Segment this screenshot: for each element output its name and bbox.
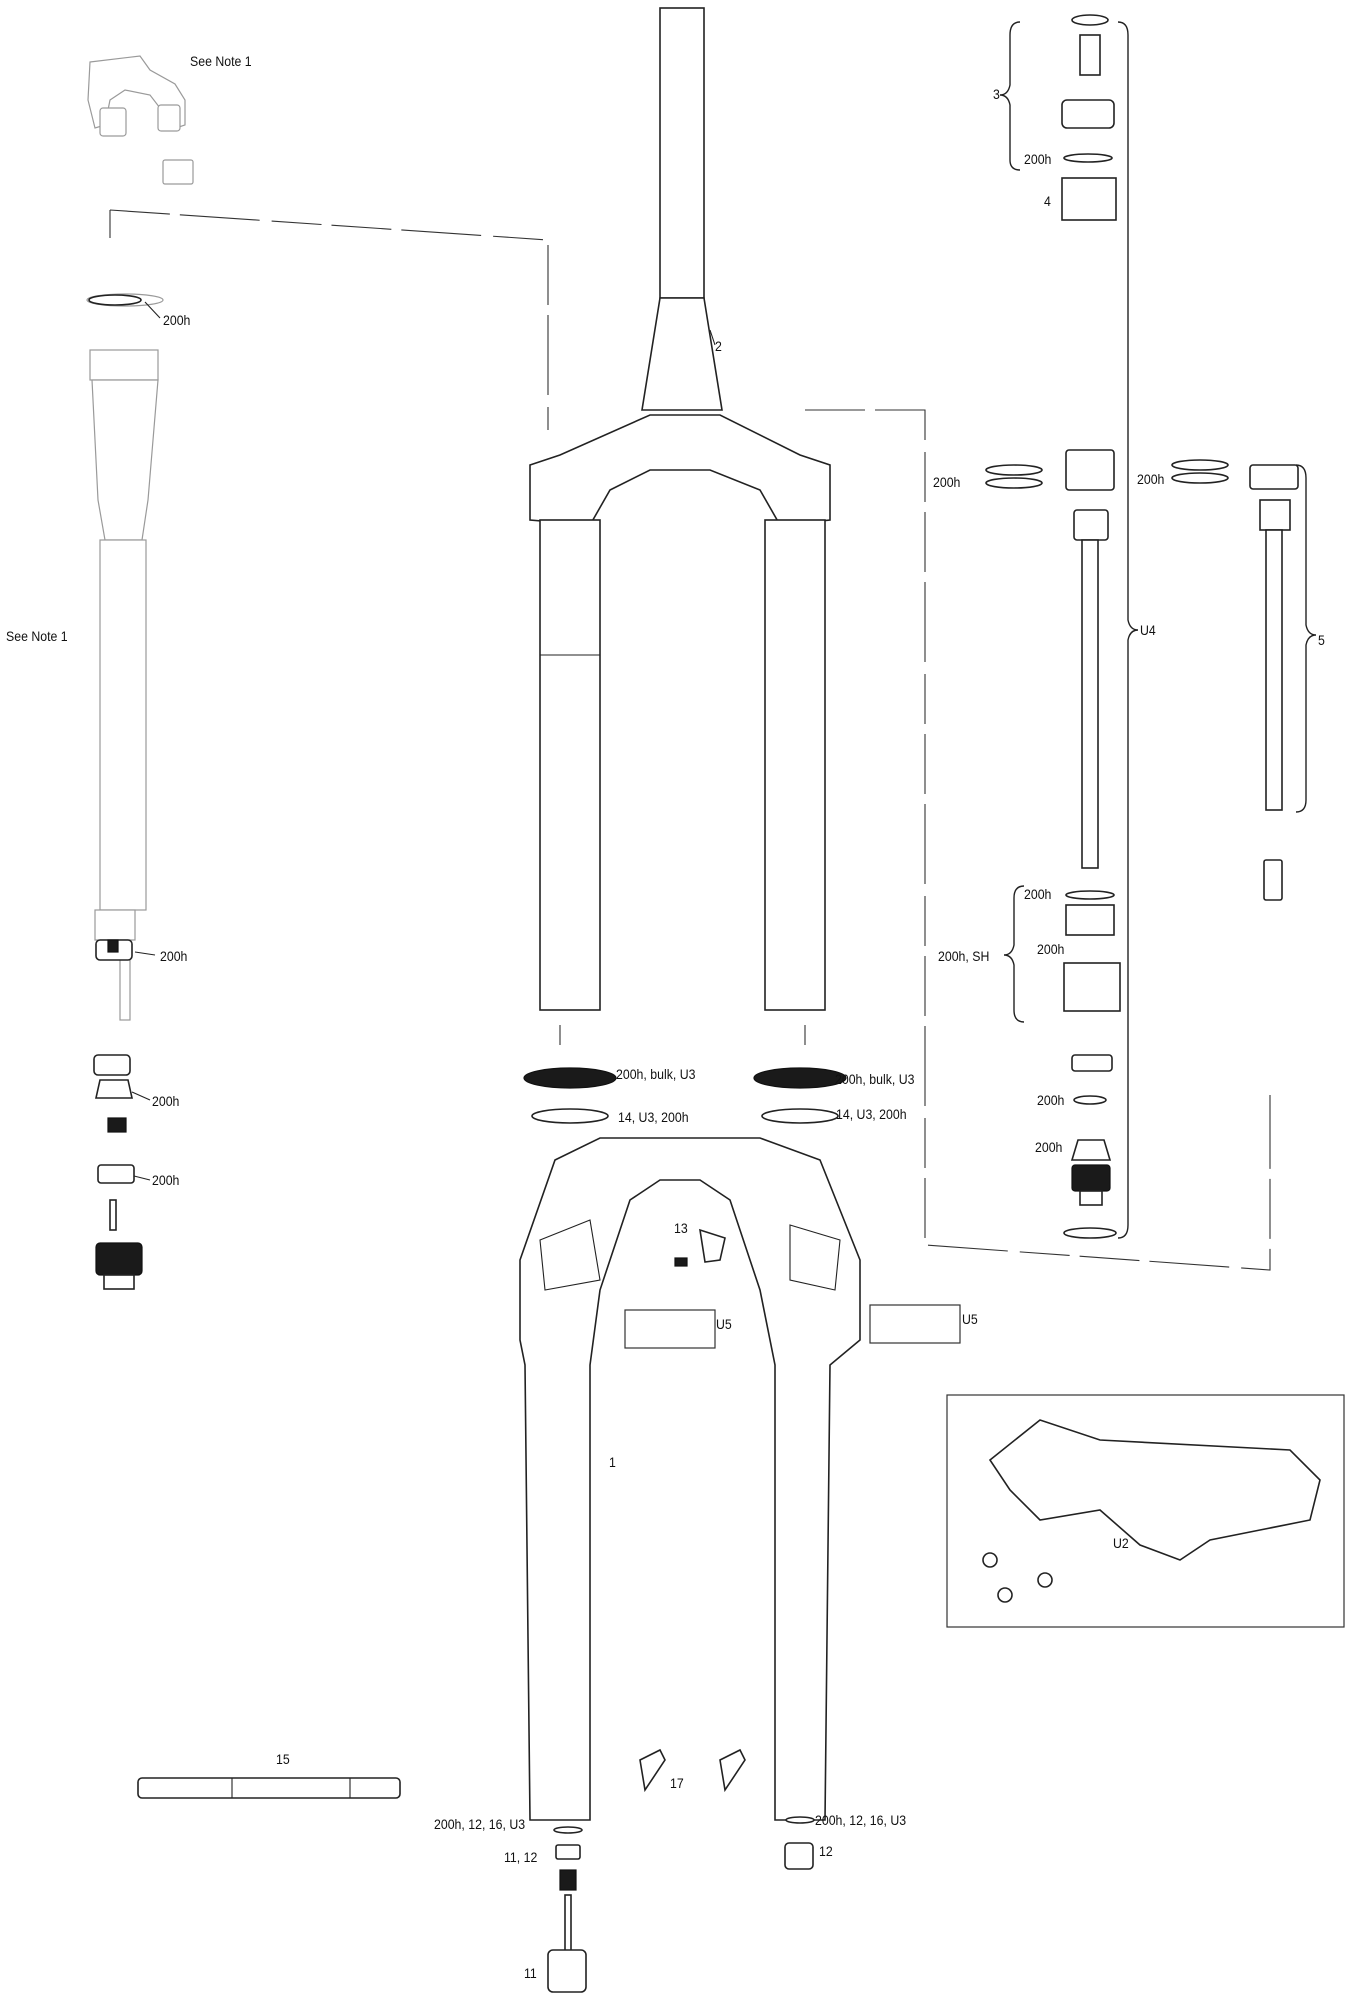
label-200h: 200h [152,1093,180,1109]
label-200h: 200h [1037,941,1065,957]
label-part-5: 5 [1318,632,1325,648]
label-part-1: 1 [609,1454,616,1470]
leader-cartridge-to-crown [109,209,549,430]
oring-left-top [88,294,142,306]
dust-seal-left [523,1067,617,1124]
label-bulk-right: 200h, bulk, U3 [835,1071,915,1087]
u5-kit-box-right [869,1304,961,1344]
label-part-13: 13 [674,1220,688,1236]
fender [988,1419,1321,1561]
label-part-2: 2 [715,338,722,354]
label-u5-right: U5 [962,1311,978,1327]
damper-bottom-bolt-stack [547,1826,587,1993]
brace-u4 [1117,21,1139,1239]
label-u4: U4 [1140,622,1156,638]
coil-shaft-assembly [1171,459,1299,901]
label-part-11: 11 [524,1965,537,1981]
lower-shaft-nut-stack [1063,1054,1117,1239]
label-bottom-left: 200h, 12, 16, U3 [434,1816,526,1832]
brace-200h-sh [1003,885,1025,1023]
cable-guides-17 [639,1748,746,1793]
bolt-13 [674,1228,726,1267]
brace-3 [999,21,1021,171]
label-200h: 200h [1024,886,1052,902]
label-see-note-top: See Note 1 [190,53,252,69]
label-200h: 200h [1037,1092,1065,1108]
label-part-17: 17 [670,1775,684,1791]
label-200h: 200h [1137,471,1165,487]
damper-cartridge-faint [86,293,164,1021]
label-200h: 200h [160,948,188,964]
label-u5-left: U5 [716,1316,732,1332]
damper-remote-assembly-faint [87,55,194,185]
label-see-note-side: See Note 1 [6,628,68,644]
u2-fender-box [946,1394,1345,1628]
label-200h: 200h [152,1172,180,1188]
label-200h: 200h [163,312,191,328]
leader-spring-to-crown [805,409,1271,1271]
label-part-3: 3 [993,86,1000,102]
label-14-right: 14, U3, 200h [836,1106,907,1122]
label-14-left: 14, U3, 200h [618,1109,689,1125]
air-shaft-assembly [985,449,1121,1012]
leader-stanchion-to-csu [559,1025,806,1045]
label-200h: 200h [1024,151,1052,167]
thru-axle [137,1777,401,1799]
dust-seal-right [753,1067,847,1124]
label-bottom-right: 200h, 12, 16, U3 [815,1812,907,1828]
label-200h-sh: 200h, SH [938,948,990,964]
label-u2: U2 [1113,1535,1129,1551]
lower-leg-casting [519,1137,861,1821]
damper-nut-stack [93,939,156,1290]
air-spring-topcap-stack [1061,14,1117,221]
label-200h: 200h [933,474,961,490]
u5-kit-box-left [624,1309,716,1349]
label-200h: 200h [1035,1139,1063,1155]
label-11-12: 11, 12 [504,1849,538,1865]
label-bulk-left: 200h, bulk, U3 [616,1066,696,1082]
label-part-4: 4 [1044,193,1051,209]
label-part-12: 12 [819,1843,833,1859]
brace-5 [1295,464,1317,813]
label-part-15: 15 [276,1751,290,1767]
spring-bottom-bolt [784,1816,815,1870]
crown-steerer-upper-tube-assembly [529,7,831,1011]
